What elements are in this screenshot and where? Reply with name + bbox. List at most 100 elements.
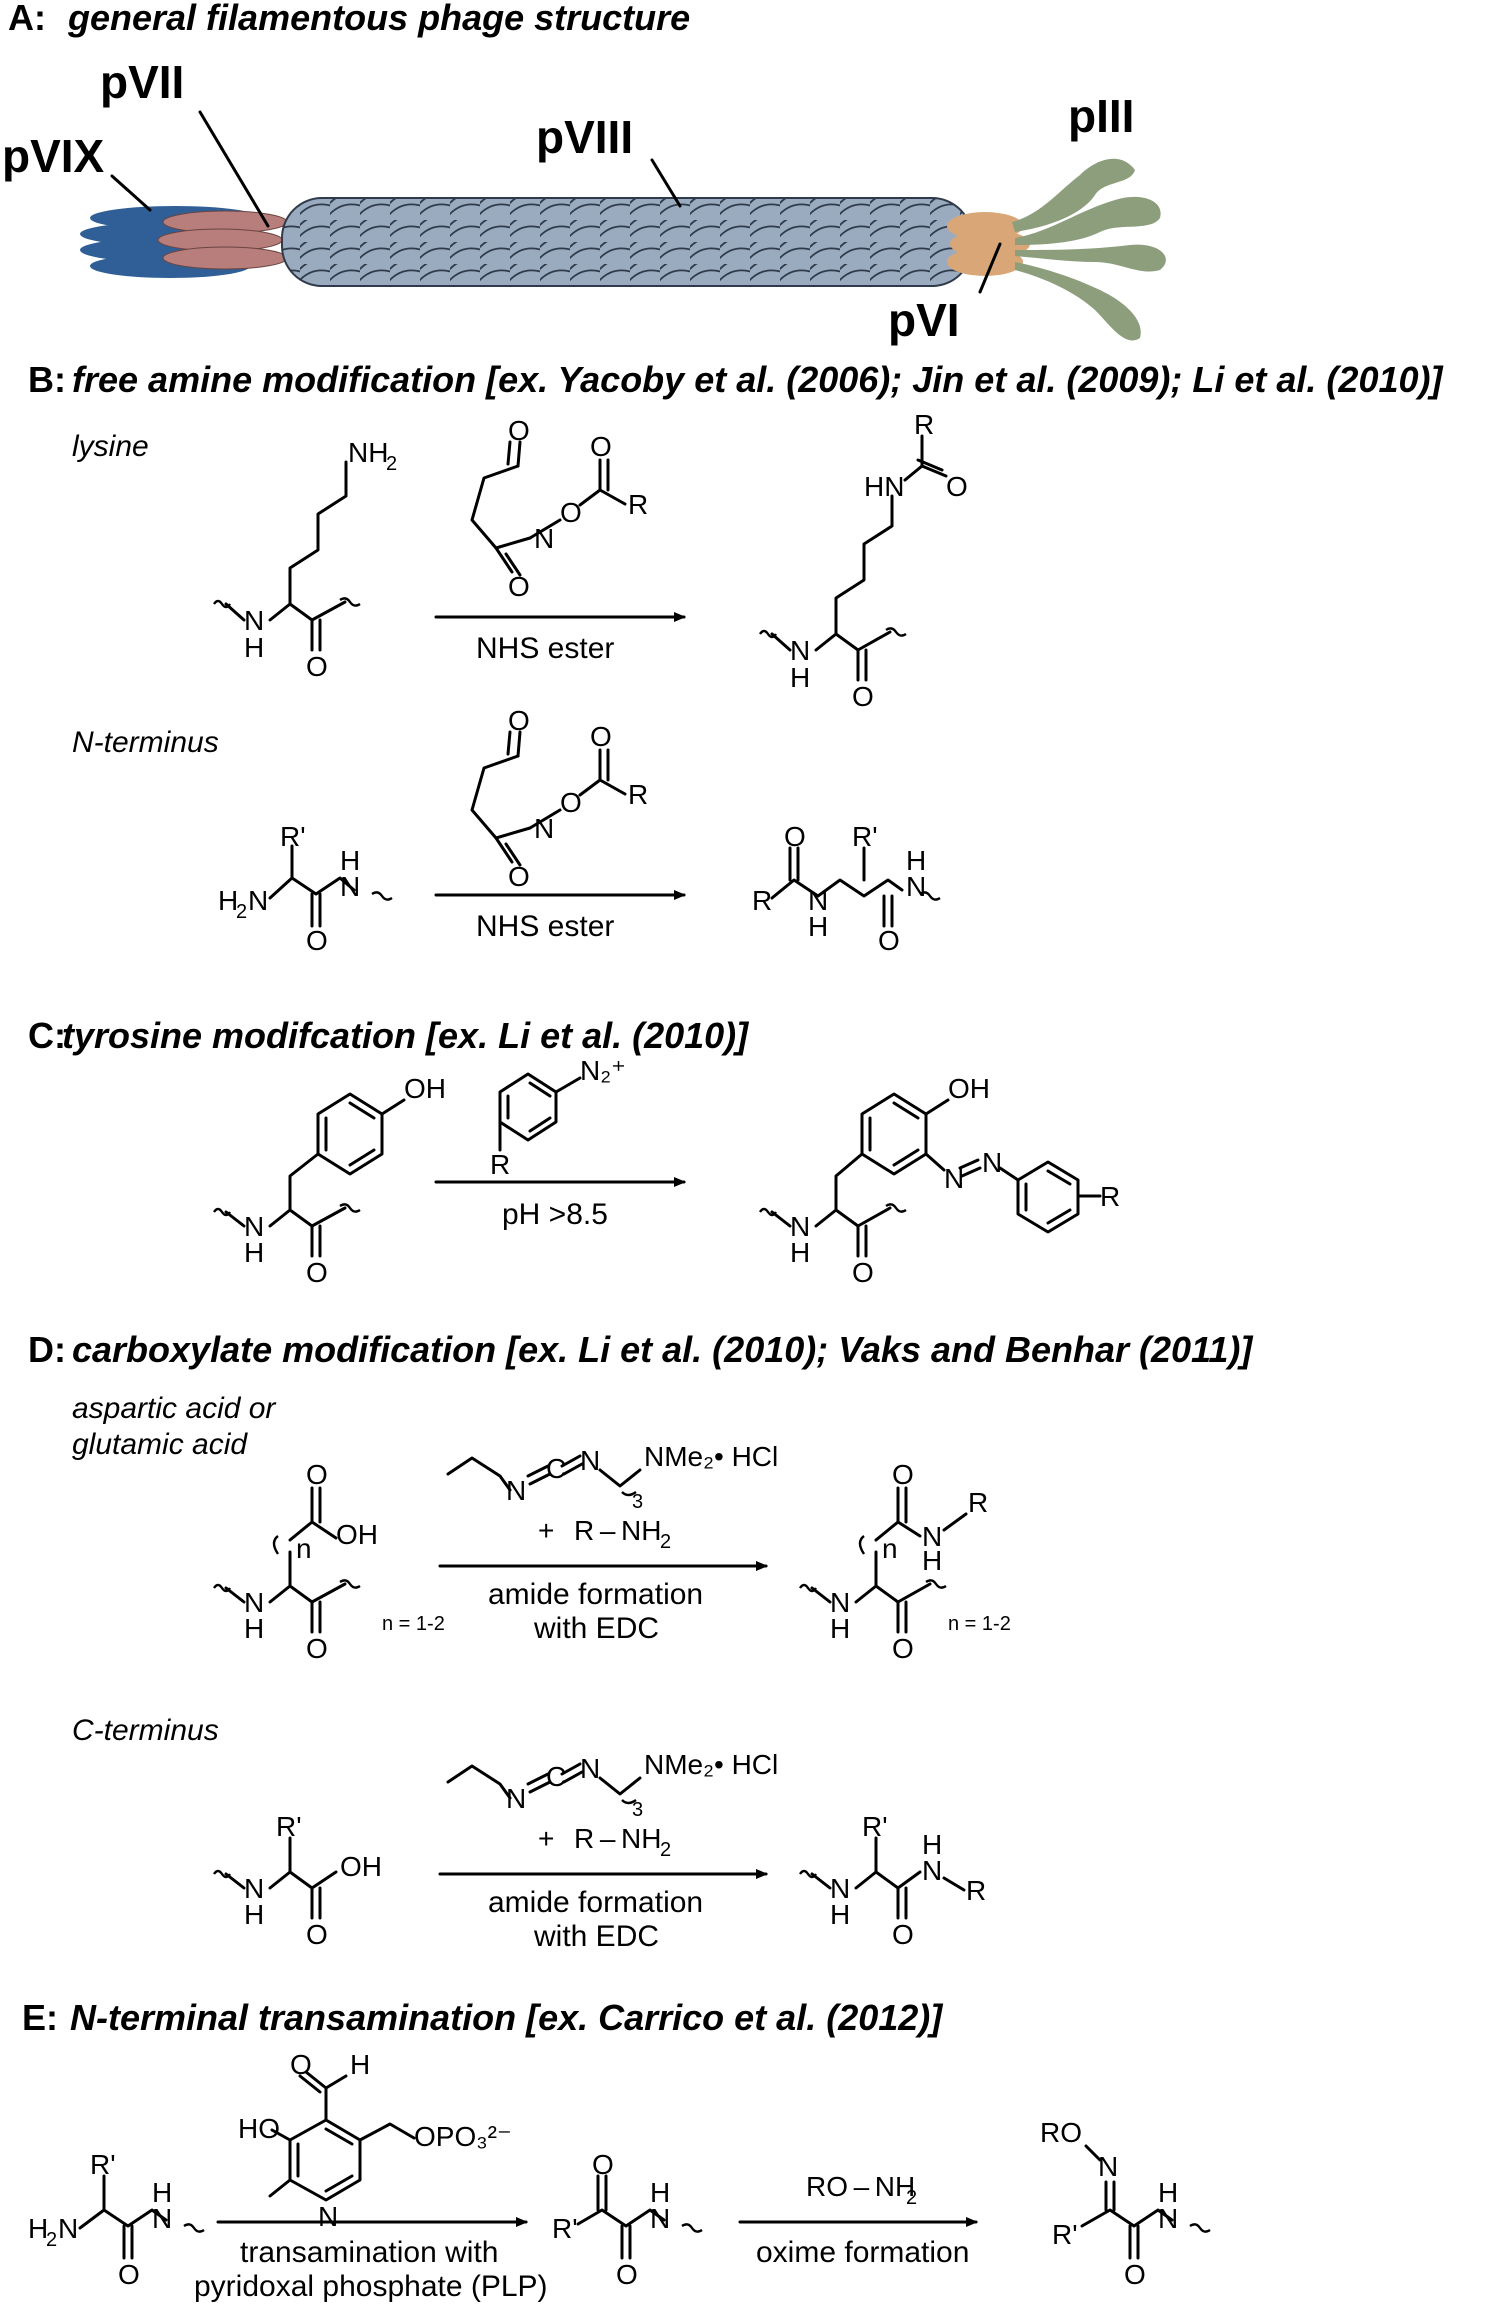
atom-H2N: H	[218, 885, 238, 916]
atom-N: N	[58, 2213, 78, 2244]
atom-n: n	[882, 1533, 898, 1564]
label-pVII: pVII	[100, 56, 184, 108]
edc-condition-2b: with EDC	[533, 1920, 659, 1953]
atom-O: O	[560, 787, 582, 818]
n-range-1: n = 1-2	[382, 1613, 445, 1635]
atom-O: O	[616, 2259, 638, 2290]
atom-N: N	[534, 813, 554, 844]
atom-O: O	[306, 1633, 328, 1664]
atom-H: H	[650, 2177, 670, 2208]
asp-glu-reactant: n O OH N H O n = 1-2	[213, 1459, 445, 1664]
phage-diagram: pVIX pVII pVIII pIII pVI	[2, 56, 1166, 346]
atom-O: O	[878, 925, 900, 956]
atom-H: H	[244, 1613, 264, 1644]
atom-N: N	[906, 871, 926, 902]
atom-O: O	[306, 1459, 328, 1490]
atom-sub2: 2	[46, 2229, 57, 2251]
atom-N: N	[580, 1445, 600, 1476]
plus-sign: +	[538, 1823, 554, 1854]
atom-R: R	[490, 1149, 510, 1180]
edc-condition-2a: amide formation	[488, 1886, 703, 1919]
asp-glu-product: n O N H R N H O n = 1-2	[799, 1459, 1011, 1664]
panel-c-letter: C:	[28, 1015, 66, 1056]
atom-H: H	[790, 1237, 810, 1268]
atom-O: O	[590, 721, 612, 752]
atom-OPO3: OPO₃²⁻	[414, 2121, 512, 2152]
atom-Rp: R'	[552, 2213, 578, 2244]
atom-sub3: 3	[632, 1799, 643, 1821]
atom-O: O	[946, 471, 968, 502]
atom-N: N	[982, 1147, 1002, 1178]
label-pVIII: pVIII	[536, 111, 633, 163]
atom-N: N	[790, 1211, 810, 1242]
atom-O: O	[306, 651, 328, 682]
atom-H: H	[922, 1829, 942, 1860]
atom-H: H	[906, 845, 926, 876]
atom-O: O	[592, 2149, 614, 2180]
edc-condition-1a: amide formation	[488, 1578, 703, 1611]
panel-e-letter: E:	[22, 1997, 58, 2038]
panel-d-title: carboxylate modification [ex. Li et al. …	[72, 1329, 1253, 1370]
label-pVIX: pVIX	[2, 130, 105, 182]
n-range-2: n = 1-2	[948, 1613, 1011, 1635]
atom-O: O	[784, 821, 806, 852]
atom-N: N	[922, 1855, 942, 1886]
atom-NH2: NH	[348, 437, 388, 468]
atom-H: H	[152, 2177, 172, 2208]
atom-H: H	[244, 1899, 264, 1930]
tyrosine-product: N H O OH N N R	[759, 1073, 1120, 1288]
transamination-reactant: H 2 N R' O N H	[28, 2149, 205, 2290]
atom-N: N	[830, 1873, 850, 1904]
atom-N: N	[944, 1163, 964, 1194]
nterm-label: N-terminus	[72, 726, 219, 759]
nterm-reactant: H 2 N R' O N H	[218, 821, 393, 956]
nhs-ester-1: O N O O O R	[470, 415, 648, 602]
atom-O: O	[290, 2049, 312, 2080]
atom-H: H	[830, 1899, 850, 1930]
atom-Rp: R'	[276, 1811, 302, 1842]
transamination-label-1: transamination with	[240, 2236, 498, 2269]
atom-N: N	[244, 605, 264, 636]
atom-N2plus: N₂⁺	[580, 1055, 626, 1086]
edc-reagent-2: N C N 3 NMe₂• HCl + R – NH 2	[446, 1749, 778, 1861]
atom-O: O	[892, 1919, 914, 1950]
condition-ph: pH >8.5	[502, 1198, 608, 1231]
asp-glu-label-1: aspartic acid or	[72, 1392, 276, 1425]
pVI-proteins	[947, 212, 1030, 276]
atom-N: N	[340, 871, 360, 902]
atom-R: R	[968, 1487, 988, 1518]
atom-N: N	[244, 1873, 264, 1904]
ketone-intermediate: R' O O N H	[552, 2149, 703, 2290]
atom-H2N: H	[28, 2213, 48, 2244]
atom-H: H	[790, 662, 810, 693]
panel-a-letter: A:	[8, 0, 46, 38]
atom-N: N	[506, 1475, 526, 1506]
plp-reagent: O H HO N OPO₃²⁻	[238, 2049, 512, 2232]
edc-reagent-1: N C N 3 NMe₂• HCl + R – NH 2	[446, 1441, 778, 1553]
atom-H: H	[340, 845, 360, 876]
atom-N: N	[244, 1587, 264, 1618]
atom-sub3: 3	[632, 1491, 643, 1513]
atom-R: R	[752, 885, 772, 916]
atom-N: N	[922, 1521, 942, 1552]
oxime-formation-label: oxime formation	[756, 2236, 969, 2269]
atom-N: N	[534, 523, 554, 554]
reagent-nhs-2: NHS ester	[476, 910, 614, 943]
atom-Rp: R'	[862, 1811, 888, 1842]
atom-O: O	[1124, 2259, 1146, 2290]
atom-O: O	[560, 497, 582, 528]
atom-O: O	[508, 415, 530, 446]
panel-e-title: N-terminal transamination [ex. Carrico e…	[70, 1997, 943, 2038]
atom-Rp: R'	[1052, 2219, 1078, 2250]
tyrosine-reactant: N H O OH	[213, 1073, 446, 1288]
diazonium-reagent: N₂⁺ R	[490, 1055, 626, 1180]
atom-O: O	[508, 705, 530, 736]
atom-N: N	[790, 635, 810, 666]
amine-reagent: R – NH	[574, 1823, 661, 1854]
atom-R: R	[628, 779, 648, 810]
atom-C: C	[546, 1453, 566, 1484]
atom-R: R	[966, 1875, 986, 1906]
atom-N: N	[1158, 2203, 1178, 2234]
cterm-label: C-terminus	[72, 1714, 219, 1747]
